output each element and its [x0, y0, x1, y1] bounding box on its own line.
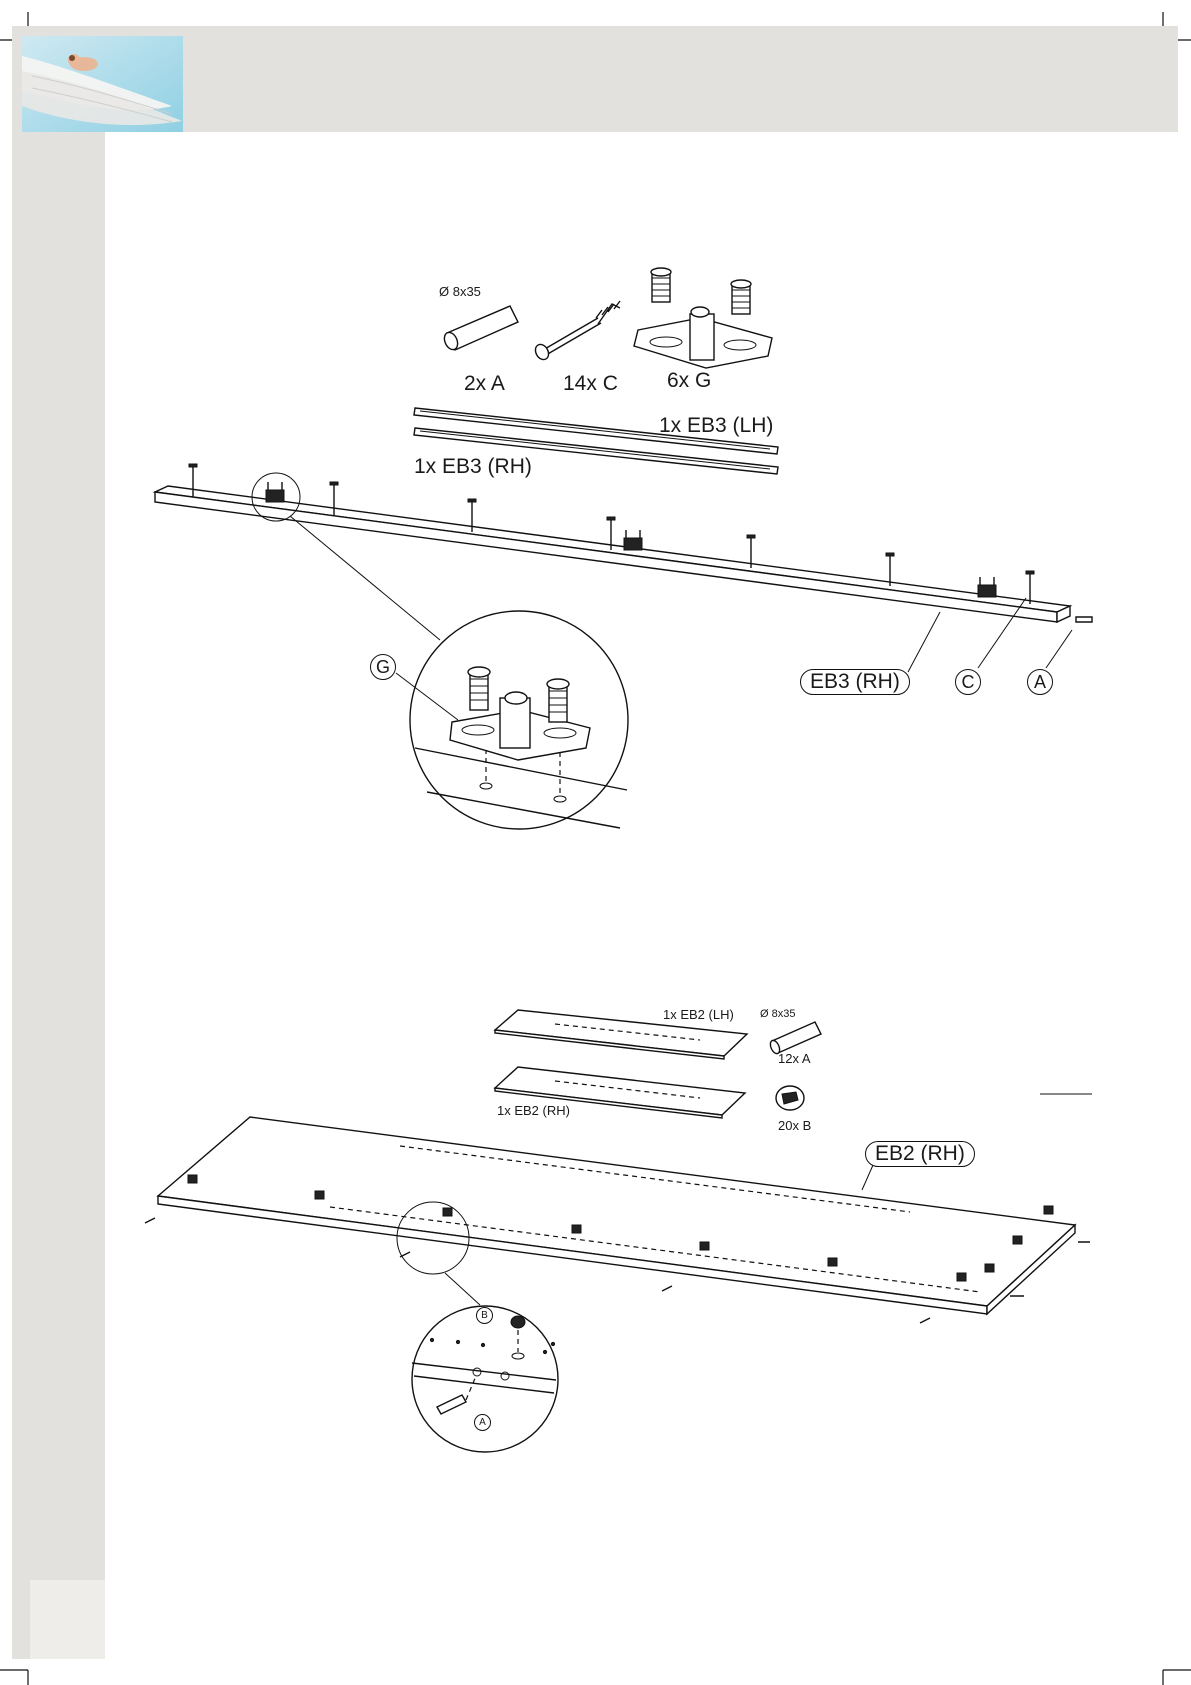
callout-dowel-a-2: A [474, 1414, 491, 1431]
part-a-qty-2: 12x A [778, 1052, 811, 1065]
part-a-spec-2: Ø 8x35 [760, 1009, 795, 1020]
cam-dowel-detail [412, 1316, 556, 1414]
board-eb2-rh-label: 1x EB2 (RH) [497, 1104, 570, 1117]
part-b-qty: 20x B [778, 1119, 811, 1132]
callout-eb2-rh: EB2 (RH) [865, 1141, 975, 1167]
board-eb2-lh-label: 1x EB2 (LH) [663, 1008, 734, 1021]
cam-lock-icon [776, 1086, 804, 1110]
eb2-small-boards [495, 1010, 747, 1118]
callout-cam-b: B [476, 1307, 493, 1324]
